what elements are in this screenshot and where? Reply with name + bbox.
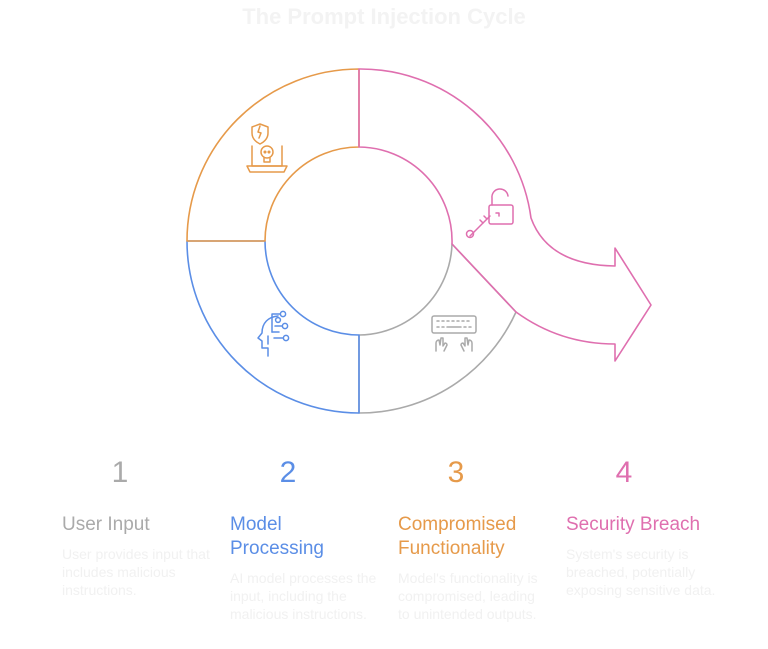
segment-compromised-functionality bbox=[186, 68, 360, 242]
step-title: Compromised Functionality bbox=[398, 514, 517, 559]
step-number: 3 bbox=[447, 456, 465, 489]
step-user-input: 1 User Input User provides input that in… bbox=[62, 455, 212, 599]
step-title: User Input bbox=[62, 514, 150, 535]
step-number: 1 bbox=[111, 456, 129, 489]
step-title: Model Processing bbox=[230, 514, 324, 559]
step-model-processing: 2 Model Processing AI model processes th… bbox=[230, 455, 380, 623]
step-description: Model's functionality is compromised, le… bbox=[398, 570, 538, 622]
segment-security-breach bbox=[358, 68, 652, 362]
segment-user-input bbox=[358, 243, 517, 414]
keyboard-hands-icon bbox=[431, 315, 477, 352]
step-description: System's security is breached, potential… bbox=[566, 546, 716, 598]
step-number: 4 bbox=[615, 456, 633, 489]
diagram-title: The Prompt Injection Cycle bbox=[242, 4, 526, 29]
unlocked-padlock-key-icon bbox=[465, 188, 514, 239]
step-description: AI model processes the input, including … bbox=[230, 570, 377, 622]
step-description: User provides input that includes malici… bbox=[62, 546, 210, 598]
segment-model-processing bbox=[186, 240, 360, 414]
step-number: 2 bbox=[279, 456, 297, 489]
step-title: Security Breach bbox=[566, 514, 701, 535]
ai-head-circuit-icon bbox=[257, 310, 290, 357]
cycle-diagram bbox=[186, 68, 652, 414]
laptop-skull-shield-icon bbox=[246, 123, 288, 173]
step-compromised-functionality: 3 Compromised Functionality Model's func… bbox=[398, 455, 548, 623]
step-security-breach: 4 Security Breach System's security is b… bbox=[566, 455, 716, 599]
